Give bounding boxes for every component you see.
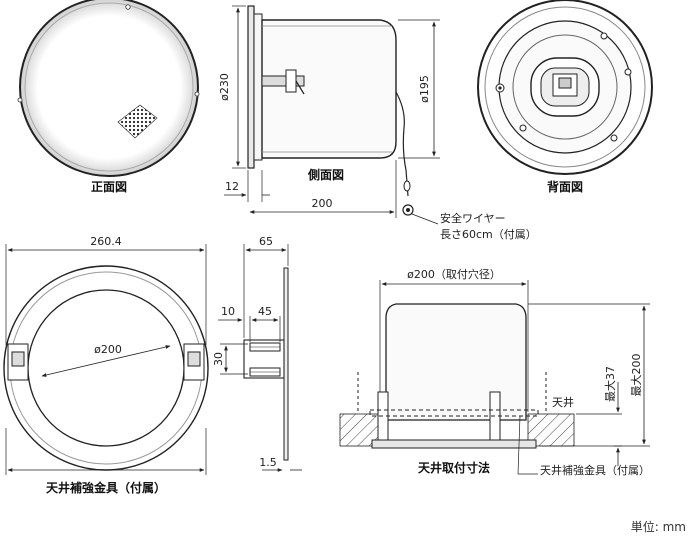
- install-hole-dia: ø200（取付穴径）: [407, 267, 501, 281]
- dim-200: 200: [312, 197, 333, 210]
- side-view: ø230 ø195 12 200 側面図 安全ワイヤー 長さ60cm（付属）: [218, 5, 537, 241]
- dim-dia-195: ø195: [418, 75, 431, 103]
- bracket-dim-30: 30: [212, 352, 225, 366]
- unit-label: 単位: mm: [630, 520, 686, 534]
- front-view-caption: 正面図: [91, 180, 127, 194]
- install-max-37: 最大37: [603, 366, 617, 402]
- bracket-dim-width: 260.4: [90, 235, 122, 248]
- bracket-caption: 天井補強金具（付属）: [46, 480, 166, 495]
- bracket-side-view: 65 10 45 30 1.5: [212, 235, 302, 472]
- dim-12: 12: [225, 180, 239, 193]
- back-view: 背面図: [477, 0, 653, 194]
- install-ceiling-label: 天井: [552, 395, 574, 409]
- safety-wire-note-line1: 安全ワイヤー: [440, 211, 506, 225]
- side-view-caption: 側面図: [307, 167, 344, 182]
- install-caption: 天井取付寸法: [418, 460, 490, 475]
- install-max-200: 最大200: [629, 354, 643, 397]
- front-view: 正面図: [17, 0, 200, 194]
- bracket-dim-45: 45: [258, 305, 272, 318]
- safety-wire-note-line2: 長さ60cm（付属）: [440, 228, 537, 241]
- back-view-caption: 背面図: [547, 179, 583, 194]
- bracket-dim-10: 10: [221, 305, 235, 318]
- install-bracket-label: 天井補強金具（付属）: [540, 463, 650, 477]
- bracket-dim-1-5: 1.5: [259, 456, 277, 469]
- dim-dia-230: ø230: [218, 73, 231, 101]
- bracket-dim-65: 65: [259, 235, 273, 248]
- led-grille-icon: [117, 104, 158, 139]
- bracket-dia-200: ø200: [94, 343, 122, 356]
- bracket-front-view: ø200 260.4 天井補強金具（付属）: [3, 235, 209, 495]
- install-view: ø200（取付穴径） 最大37 最大200 天井 天井補強金具（付属） 天井取付…: [339, 267, 650, 477]
